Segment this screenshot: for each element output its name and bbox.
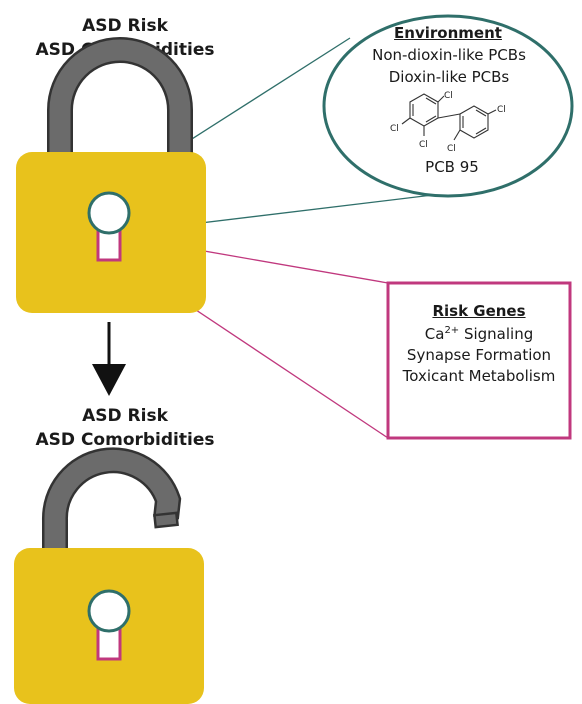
pcb95-structure [401,93,497,141]
risk-genes-line-3: Toxicant Metabolism [402,367,556,385]
top-shackle [47,37,193,160]
ca-text: Ca [424,325,445,343]
risk-genes-heading: Risk Genes [432,302,526,320]
risk-genes-line-2: Synapse Formation [406,346,552,364]
bottom-title-line1: ASD Risk [82,406,168,426]
risk-genes-line-1: Ca2+ Signaling [390,320,568,345]
bottom-lock-title: ASD Risk ASD Comorbidities [20,404,230,452]
cl-label-5: Cl [447,144,456,154]
top-title-line1: ASD Risk [82,16,168,36]
pcb95-label: PCB 95 [425,158,479,176]
ca-superscript: 2+ [444,325,460,336]
top-keyhole-circle [87,191,131,235]
risk-genes-box [386,281,572,440]
down-arrow [92,322,126,396]
bottom-shackle-open [41,447,182,553]
signaling-text: Signaling [459,325,534,343]
cl-label-3: Cl [419,140,428,150]
cl-label-4: Cl [497,105,506,115]
environment-heading: Environment [394,24,502,42]
cl-label-2: Cl [390,124,399,134]
risk-genes-content: Risk Genes Ca2+ Signaling Synapse Format… [390,302,568,387]
environment-line-2: Dioxin-like PCBs [388,68,510,86]
cl-label-1: Cl [444,91,453,101]
pcb95-chlorine-labels: Cl Cl Cl Cl Cl [390,91,506,154]
environment-line-1: Non-dioxin-like PCBs [372,46,526,64]
environment-ellipse [322,14,574,198]
bottom-title-line2: ASD Comorbidities [35,430,215,450]
bottom-keyhole-circle [87,589,131,633]
